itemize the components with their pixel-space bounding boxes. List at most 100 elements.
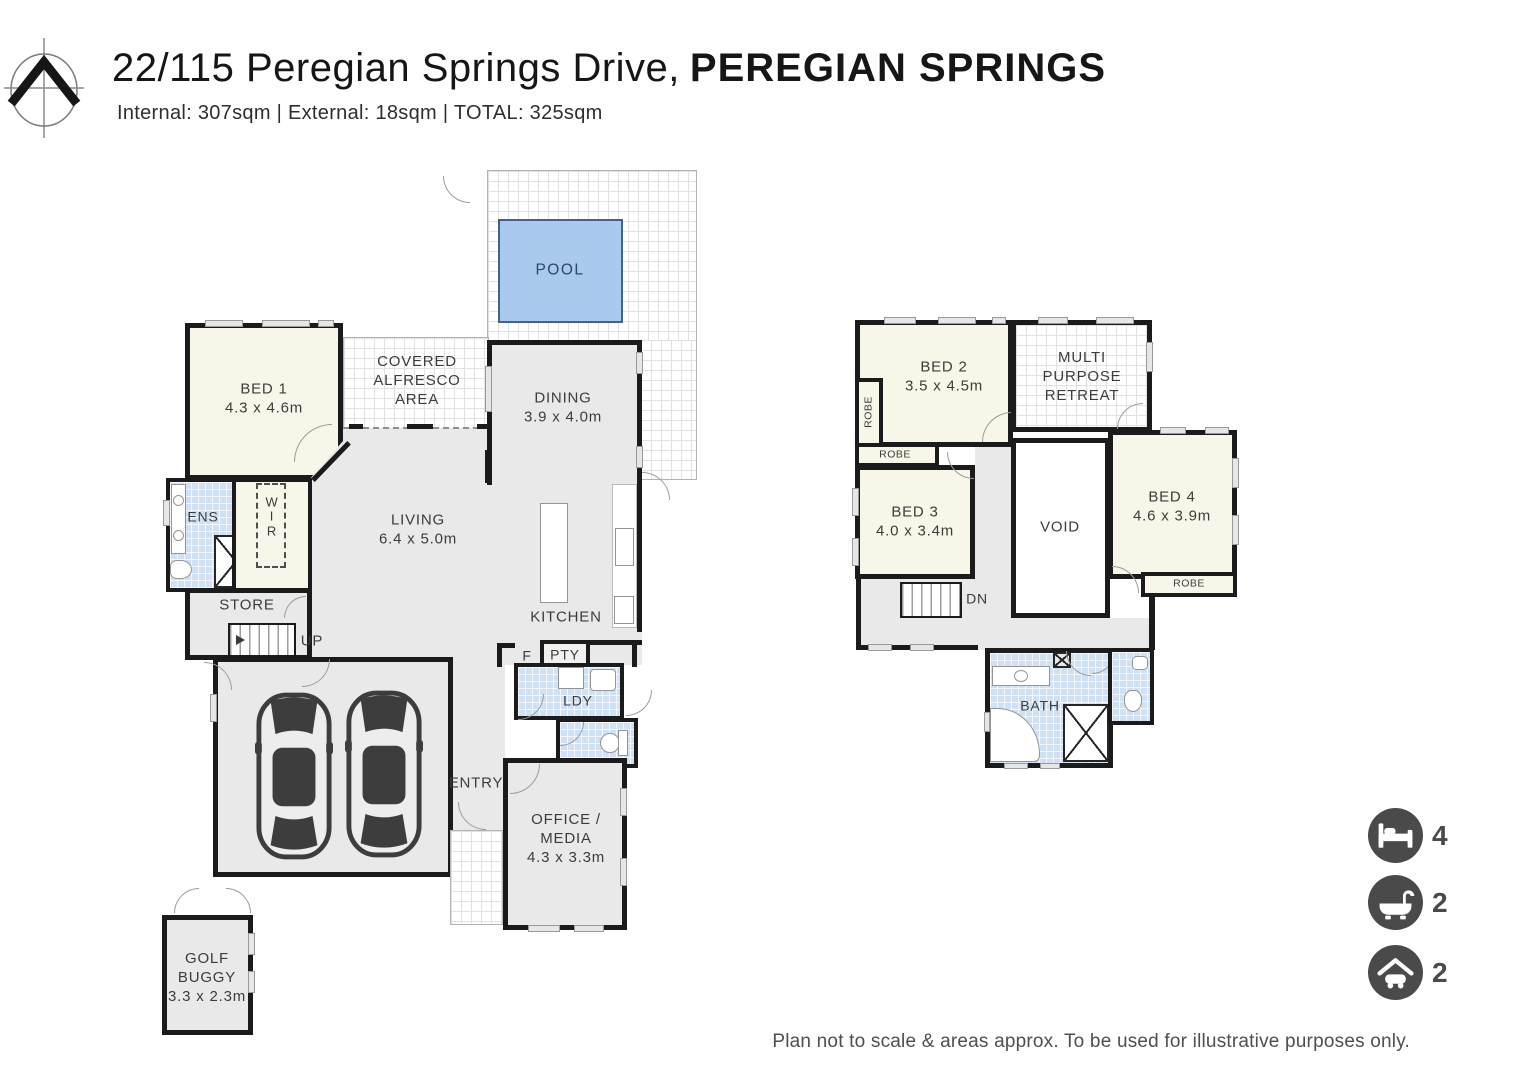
wall-segment <box>407 424 433 433</box>
window-marker <box>636 446 643 468</box>
kitchen-sink <box>615 528 634 566</box>
bed-icon <box>1378 823 1413 848</box>
ensuite-label: ENS <box>187 508 219 525</box>
garage-icon <box>1377 958 1414 989</box>
room-dining <box>487 340 642 485</box>
window-marker <box>868 644 892 651</box>
window-marker <box>528 925 560 932</box>
page-title: 22/115 Peregian Springs Drive,PEREGIAN S… <box>112 46 1106 91</box>
wardrobe-outline <box>256 483 286 568</box>
entry-porch <box>450 830 503 925</box>
window-marker <box>248 971 255 993</box>
entry-label: ENTRY <box>448 774 504 792</box>
window-marker <box>992 317 1006 324</box>
window-marker <box>1040 763 1060 769</box>
retreat-label: MULTI PURPOSE RETREAT <box>1042 348 1122 404</box>
bath-label: BATH <box>1020 697 1060 714</box>
window-marker <box>210 694 217 722</box>
wall-segment <box>1149 595 1155 650</box>
compass-north-icon <box>4 38 84 138</box>
window-marker <box>1205 427 1229 434</box>
kitchen-island <box>540 503 568 603</box>
car <box>255 692 333 860</box>
window-marker <box>1232 515 1239 545</box>
toilet <box>600 733 620 753</box>
bath-icon <box>1379 890 1415 920</box>
void-opening <box>1011 438 1110 618</box>
basin <box>173 530 184 541</box>
suburb-text: PEREGIAN SPRINGS <box>689 46 1106 90</box>
shower <box>1063 704 1109 762</box>
dn-label: DN <box>966 590 988 607</box>
door-arc <box>443 176 470 203</box>
robe-bed2-label: ROBE <box>862 396 875 428</box>
upper-hall-floor <box>975 428 1013 650</box>
window-marker <box>485 366 492 412</box>
wall-segment <box>590 640 642 645</box>
void-label: VOID <box>1040 518 1080 536</box>
wall-segment <box>497 643 515 648</box>
fridge-label: F <box>522 647 532 664</box>
pool <box>498 219 623 323</box>
stairs-down <box>900 582 962 618</box>
robe-bed2 <box>855 378 883 447</box>
window-marker <box>884 317 916 324</box>
kitchen-right-wall <box>637 480 642 632</box>
laundry-label: LDY <box>563 692 593 709</box>
window-marker <box>620 858 627 886</box>
robe-bed4 <box>1141 572 1237 597</box>
toilet <box>170 560 192 579</box>
office-label: OFFICE / MEDIA 4.3 x 3.3m <box>526 810 606 866</box>
pool-terrace-side <box>640 340 697 480</box>
car <box>345 690 423 858</box>
window-marker <box>248 933 255 955</box>
window-marker <box>574 925 604 932</box>
bathrooms-count: 2 <box>1432 887 1448 918</box>
door-arc <box>226 888 251 913</box>
window-marker <box>1004 763 1028 769</box>
window-marker <box>1160 427 1186 434</box>
entry-hall-floor <box>453 660 505 830</box>
window-marker <box>1232 458 1239 488</box>
washer <box>558 667 584 689</box>
door-arc <box>174 888 199 913</box>
toilet <box>1124 690 1142 712</box>
wir-label: W I R <box>265 494 279 539</box>
garage-badge <box>1368 945 1423 1000</box>
room-golf-buggy <box>162 915 253 1035</box>
wall-segment <box>856 579 861 650</box>
cooktop <box>614 596 634 624</box>
window-marker <box>852 488 859 516</box>
room-bed4 <box>1108 430 1237 579</box>
window-marker <box>852 538 859 566</box>
pantry-label: PTY <box>550 646 580 663</box>
window-marker <box>910 644 934 651</box>
store-label: STORE <box>219 596 275 614</box>
golf-buggy-label: GOLF BUGGY 3.3 x 2.3m <box>167 949 247 1005</box>
stairs-arrow <box>236 635 245 645</box>
wall-segment <box>477 424 489 433</box>
garage-count: 2 <box>1432 957 1448 988</box>
window-marker <box>620 788 627 816</box>
window-marker <box>636 352 643 374</box>
toilet-cistern <box>618 730 628 756</box>
window-marker <box>1146 342 1153 372</box>
disclaimer-text: Plan not to scale & areas approx. To be … <box>772 1031 1410 1052</box>
wall-segment <box>485 450 492 483</box>
basin <box>1132 656 1148 670</box>
alfresco-label: COVERED ALFRESCO AREA <box>373 352 461 408</box>
laundry-tub <box>590 669 616 691</box>
robe-bed3-label: ROBE <box>879 448 911 461</box>
room-wir <box>232 478 312 592</box>
window-marker <box>163 500 170 526</box>
room-bed3 <box>855 465 975 579</box>
window-marker <box>1096 317 1134 324</box>
window-marker <box>318 320 334 327</box>
